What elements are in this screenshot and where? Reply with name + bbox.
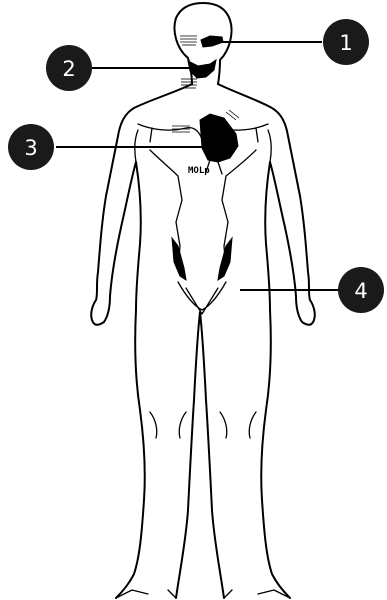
hip-mark-right <box>218 238 232 280</box>
callout-3[interactable]: 3 <box>8 124 54 170</box>
throat-hatching <box>181 79 197 88</box>
feet <box>116 590 290 598</box>
knees <box>150 412 256 438</box>
callout-1[interactable]: 1 <box>323 19 369 65</box>
hip-mark-left <box>172 238 186 280</box>
body-outline-left <box>91 84 192 598</box>
callout-3-label: 3 <box>24 136 37 160</box>
callout-4[interactable]: 4 <box>338 267 384 313</box>
face-hatching <box>180 36 197 45</box>
callout-1-label: 1 <box>339 31 352 55</box>
callout-4-label: 4 <box>354 279 367 303</box>
callout-2[interactable]: 2 <box>46 45 92 91</box>
inner-legs <box>176 312 224 598</box>
pelvis-outline <box>178 282 226 314</box>
organ-3-heart <box>200 114 238 162</box>
tiny-organ-label: MOLp <box>188 166 210 176</box>
head-outline <box>175 3 232 60</box>
callout-2-label: 2 <box>62 57 75 81</box>
body-outline-right <box>218 84 315 598</box>
